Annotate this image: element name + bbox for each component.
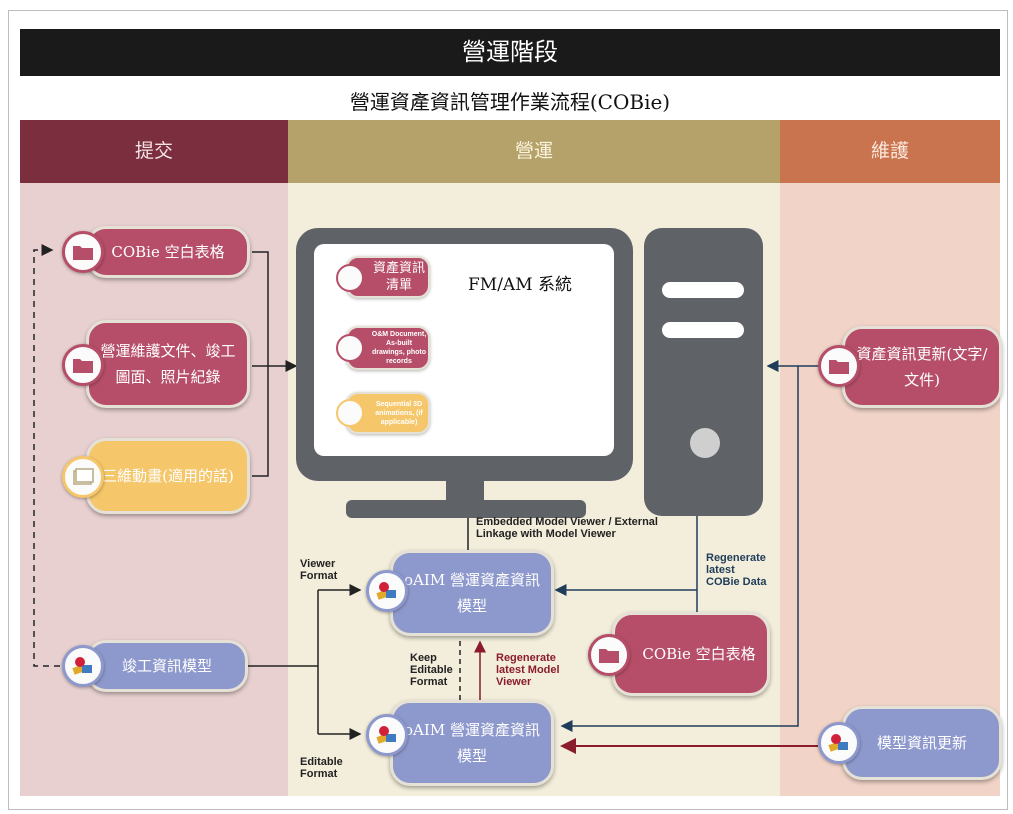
model-blocks-icon — [366, 714, 408, 756]
document-stack-icon — [62, 456, 104, 498]
maintenance-column: 維護 — [780, 120, 1000, 796]
document-stack-icon — [336, 399, 364, 427]
keep-editable-format-label: Keep Editable Format — [410, 652, 453, 688]
diagram-frame — [8, 10, 1008, 810]
folder-icon — [62, 231, 104, 273]
cobie-blank-form-label: COBie 空白表格 — [111, 243, 225, 261]
folder-icon — [336, 334, 364, 362]
as-built-model-label: 竣工資訊模型 — [121, 657, 212, 675]
cobie-blank-form-box: COBie 空白表格 — [86, 226, 250, 278]
om-docs-en-label: O&M Document, As-built drawings, photo r… — [371, 331, 427, 365]
animation-3d-box: 三維動畫(適用的話) — [86, 438, 250, 514]
model-blocks-icon — [62, 645, 104, 687]
asset-list-label: 資產資訊清單 — [372, 261, 425, 293]
submit-column-header: 提交 — [20, 120, 288, 183]
monitor-base — [346, 500, 586, 518]
folder-icon — [62, 344, 104, 386]
editable-format-label: Editable Format — [300, 756, 343, 780]
fm-am-system-title: FM/AM 系統 — [468, 275, 573, 295]
folder-icon — [818, 345, 860, 387]
embedded-viewer-label: Embedded Model Viewer / External Linkage… — [476, 516, 658, 540]
oaim-viewer-box: oAIM 營運資產資訊模型 — [390, 550, 554, 636]
animation-3d-label: 三維動畫(適用的話) — [102, 467, 234, 485]
feedback-dashed-line — [33, 244, 60, 667]
asset-info-update-label: 資產資訊更新(文字/文件) — [856, 345, 988, 389]
folder-icon — [588, 634, 630, 676]
asset-info-update-box: 資產資訊更新(文字/文件) — [842, 326, 1002, 408]
cobie-blank-form-center-label: COBie 空白表格 — [642, 645, 756, 663]
model-info-update-label: 模型資訊更新 — [876, 734, 967, 752]
om-documents-box: 營運維護文件、竣工圖面、照片紀錄 — [86, 320, 250, 408]
page-title: 營運階段 — [20, 29, 1000, 76]
oaim-editable-box: oAIM 營運資產資訊模型 — [390, 700, 554, 786]
server-tower — [644, 228, 763, 516]
model-blocks-icon — [366, 570, 408, 612]
as-built-model-box: 竣工資訊模型 — [86, 640, 248, 692]
om-documents-label: 營運維護文件、竣工圖面、照片紀錄 — [100, 342, 236, 386]
tower-power-button — [690, 428, 720, 458]
folder-icon — [336, 264, 364, 292]
regenerate-cobie-label: Regenerate latest COBie Data — [706, 552, 767, 588]
cobie-blank-form-center-box: COBie 空白表格 — [612, 612, 770, 696]
operation-column-header: 營運 — [288, 120, 780, 183]
oaim-viewer-label: oAIM 營運資產資訊模型 — [404, 571, 540, 615]
maintenance-column-header: 維護 — [780, 120, 1000, 183]
oaim-editable-label: oAIM 營運資產資訊模型 — [404, 721, 540, 765]
viewer-format-label: Viewer Format — [300, 558, 338, 582]
model-blocks-icon — [818, 722, 860, 764]
model-info-update-box: 模型資訊更新 — [842, 706, 1002, 780]
diagram-subtitle: 營運資產資訊管理作業流程(COBie) — [349, 90, 671, 114]
tower-slot — [662, 322, 744, 338]
monitor-neck — [446, 481, 484, 503]
animation-en-label: Sequential 3D animations, (if applicable… — [375, 400, 423, 426]
tower-slot — [662, 282, 744, 298]
regenerate-model-viewer-label: Regenerate latest Model Viewer — [496, 652, 560, 688]
